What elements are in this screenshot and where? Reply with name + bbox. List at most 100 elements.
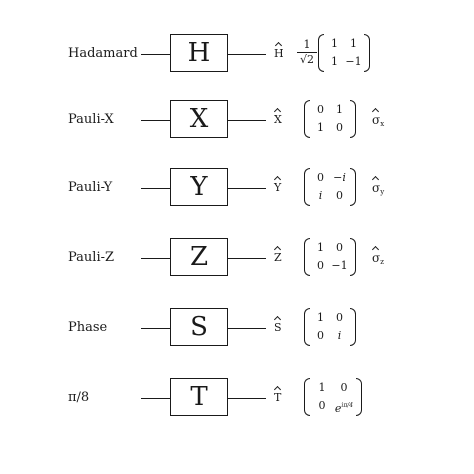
gate-box: Y [170,168,228,206]
matrix-cell: −1 [331,259,348,272]
sigma-subscript: z [380,258,384,266]
gate-name: Pauli-Z [68,250,115,265]
operator-symbol: T [274,388,281,408]
gate-matrix: 0 −i i 0 [304,168,356,208]
matrix-cell: 0 [318,399,326,412]
coefficient-numerator: 1 [297,38,317,53]
matrix-cell: 1 [331,55,338,68]
matrix-right-paren [350,100,356,138]
operator-letter: H [274,47,284,60]
gate-box: H [170,34,228,72]
gate-name: π/8 [68,390,90,405]
gate-row-phase: Phase S S 1 0 0 i [0,298,474,358]
matrix-left-paren [304,378,310,416]
input-wire [141,328,171,329]
matrix-right-paren [350,238,356,276]
matrix-cell: −1 [345,55,362,68]
operator-symbol: Z [274,248,282,268]
matrix-cell: 0 [317,103,324,116]
gate-symbol: T [190,382,208,412]
matrix-cell: 0 [317,329,324,342]
matrix-cell: −i [333,171,346,184]
matrix-left-paren [304,308,310,346]
operator-symbol: X [274,110,282,130]
matrix-cell: 1 [317,121,324,134]
sigma-letter: σ [372,251,381,265]
matrix-right-paren [350,308,356,346]
sigma-letter: σ [372,113,381,127]
exp-base: e [334,402,342,415]
input-wire [141,120,171,121]
operator-symbol: S [274,318,282,338]
gate-row-pi-over-8: π/8 T T 1 0 0 eiπ/4 [0,368,474,428]
operator-symbol: Y [274,178,281,198]
input-wire [141,398,171,399]
sigma-subscript: x [380,120,385,128]
operator-letter: T [274,391,282,404]
gate-row-hadamard: Hadamard H H 1 √2 1 1 1 −1 [0,24,474,84]
gate-box: T [170,378,228,416]
gate-box: Z [170,238,228,276]
input-wire [141,188,171,189]
sigma-letter: σ [372,181,381,195]
operator-letter: Z [274,251,282,264]
gate-symbol: H [187,38,211,68]
input-wire [141,258,171,259]
matrix-cell: 0 [340,381,348,394]
gate-matrix: 1 0 0 eiπ/4 [304,378,362,418]
matrix-cell: 1 [336,103,343,116]
output-wire [228,398,266,399]
matrix-cell: 1 [317,311,324,324]
gate-symbol: Z [189,242,209,272]
operator-letter: S [274,321,282,334]
matrix-cell: 0 [317,171,324,184]
gate-row-pauli-z: Pauli-Z Z Z 1 0 0 −1 σz [0,228,474,288]
gate-symbol: X [189,104,209,134]
matrix-cell: 1 [331,37,338,50]
operator-symbol: H [274,44,284,64]
gate-matrix: 1 0 0 −1 [304,238,356,278]
matrix-left-paren [304,100,310,138]
pauli-sigma: σy [372,178,384,202]
matrix-left-paren [318,34,324,72]
gate-matrix: 1 0 0 i [304,308,356,348]
output-wire [228,120,266,121]
output-wire [228,54,266,55]
operator-letter: Y [274,181,282,194]
matrix-right-paren [350,168,356,206]
matrix-cell: 0 [336,311,343,324]
exp-power: iπ/4 [341,402,354,409]
gate-name: Phase [68,320,108,335]
matrix-cell: 1 [350,37,357,50]
gate-name: Hadamard [68,46,138,61]
gate-row-pauli-x: Pauli-X X X 0 1 1 0 σx [0,90,474,150]
matrix-cell-exponential: eiπ/4 [333,397,355,415]
coefficient-denominator: √2 [299,53,314,66]
gate-matrix: 0 1 1 0 [304,100,356,140]
matrix-right-paren [364,34,370,72]
matrix-cell: 1 [317,241,324,254]
sigma-subscript: y [380,188,385,196]
matrix-left-paren [304,168,310,206]
matrix-left-paren [304,238,310,276]
gate-box: S [170,308,228,346]
output-wire [228,328,266,329]
matrix-cell: 0 [336,121,343,134]
gate-name: Pauli-X [68,112,114,127]
matrix-cell: i [318,189,323,202]
gate-symbol: Y [190,172,208,202]
matrix-cell: i [337,329,342,342]
matrix-cell: 0 [336,241,343,254]
matrix-cell: 1 [318,381,326,394]
input-wire [141,54,171,55]
output-wire [228,188,266,189]
pauli-sigma: σz [372,248,384,272]
pauli-sigma: σx [372,110,384,134]
gate-row-pauli-y: Pauli-Y Y Y 0 −i i 0 σy [0,158,474,218]
matrix-coefficient: 1 √2 [297,38,317,67]
matrix-cell: 0 [336,189,343,202]
output-wire [228,258,266,259]
gate-name: Pauli-Y [68,180,113,195]
matrix-cell: 0 [317,259,324,272]
